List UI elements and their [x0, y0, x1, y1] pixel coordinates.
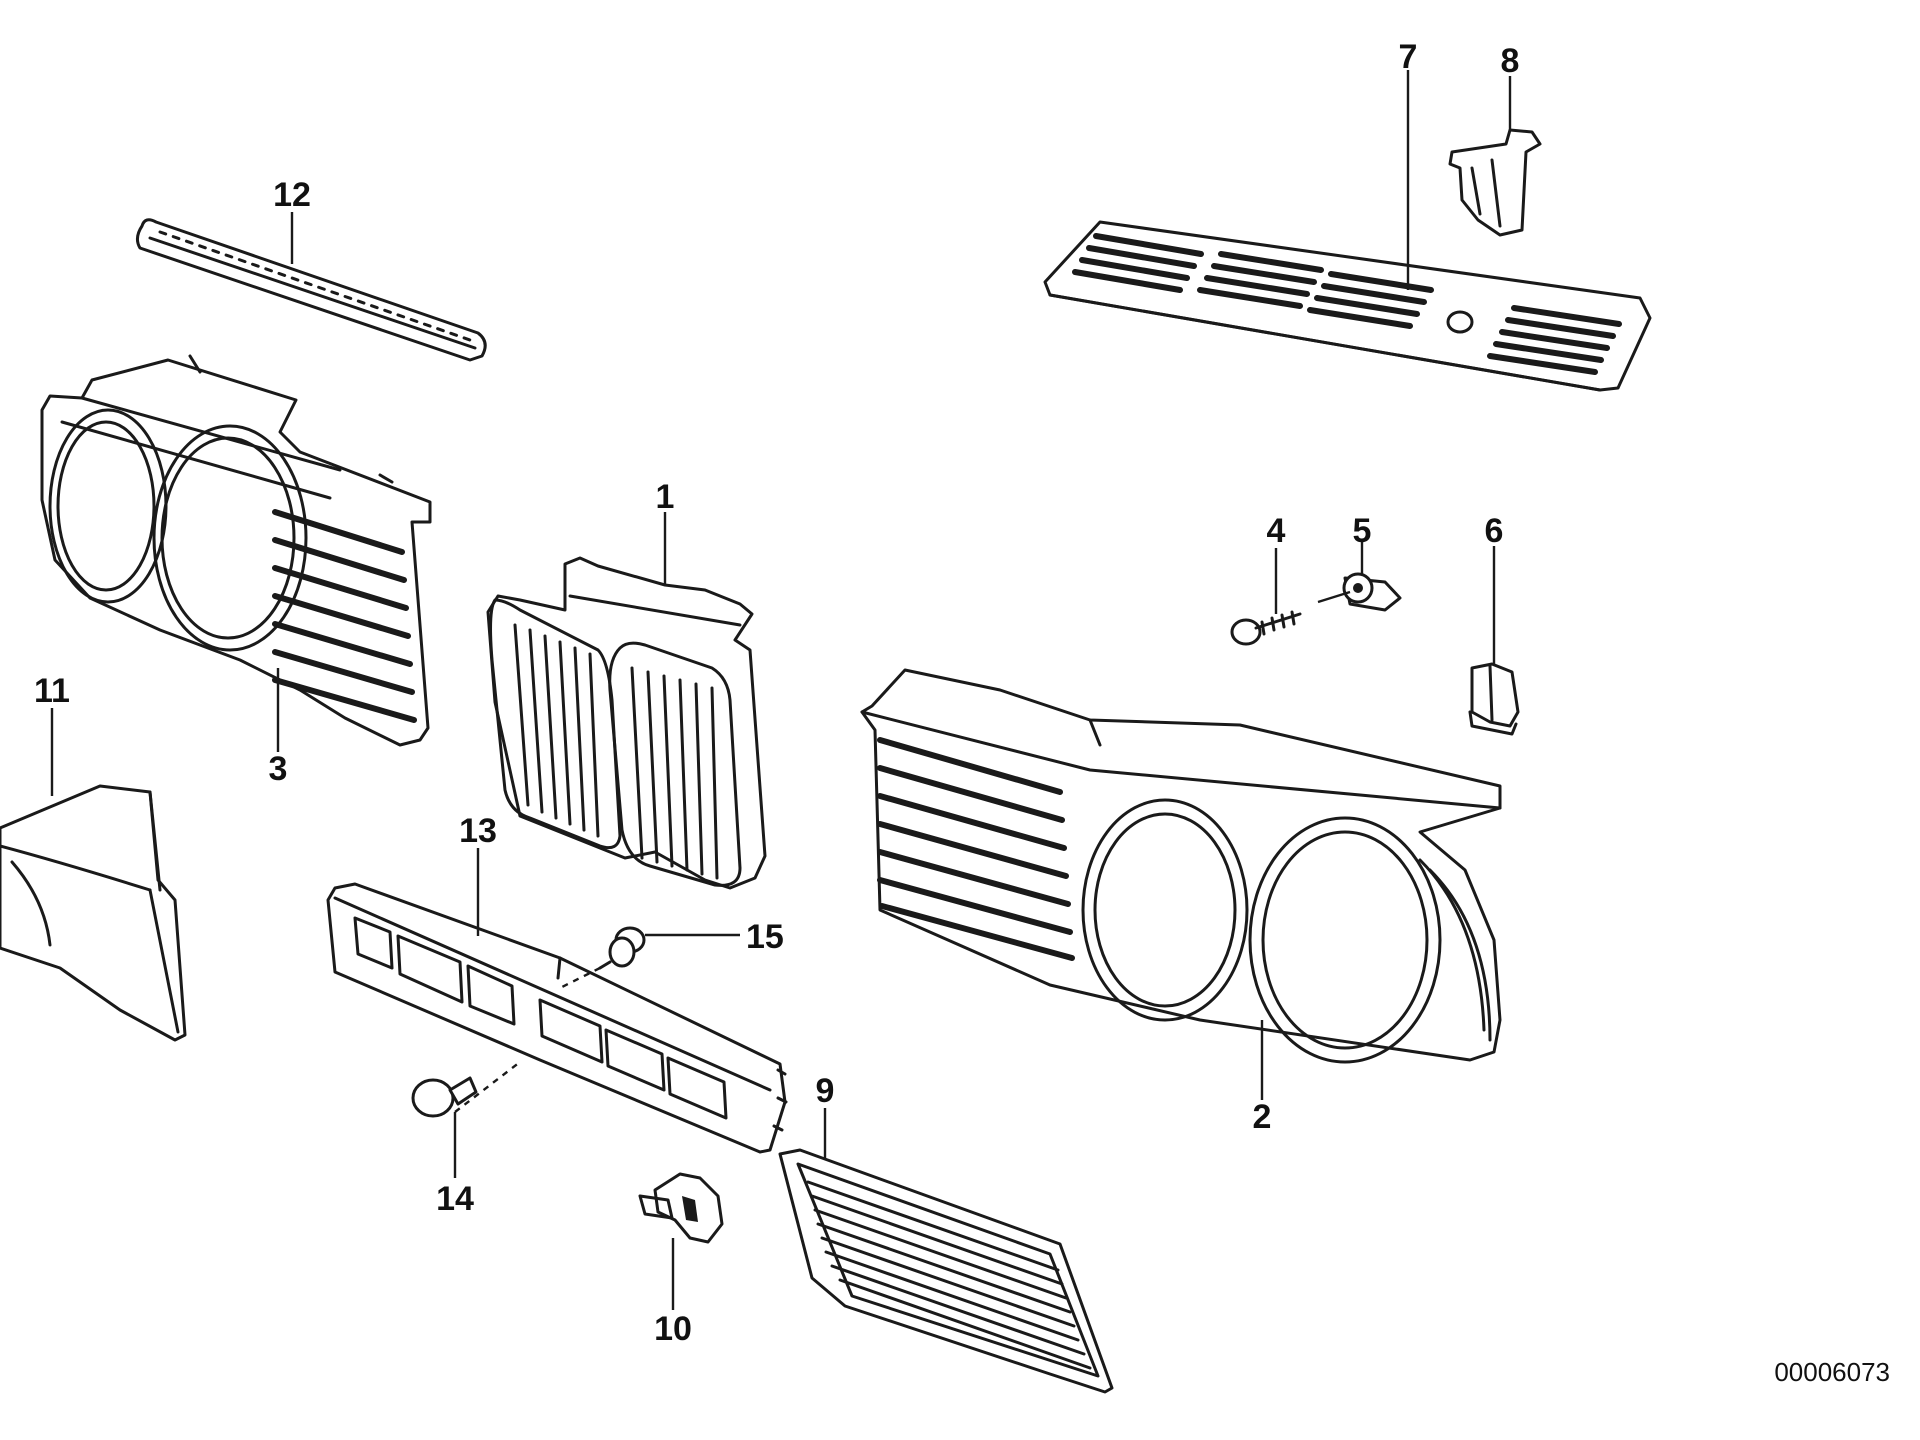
- callout-3: 3: [269, 750, 288, 788]
- leader-lines: [50, 70, 1512, 1310]
- part-13-openings: [353, 916, 728, 1120]
- part-5-grommet: [1342, 572, 1402, 612]
- part-10-clip-nut: [638, 1172, 724, 1244]
- part-7-slots: [1072, 233, 1622, 375]
- part-2-right-headlight-grille: [860, 668, 1502, 1064]
- callout-10: 10: [654, 1310, 692, 1348]
- callout-9: 9: [816, 1072, 835, 1110]
- part-13-lower-center-grille: [326, 882, 788, 1154]
- part-1-right-bars: [630, 666, 719, 880]
- callout-labels: 1 2 3 4 5 6 7 8 9 10 11 12 13 14 15: [34, 38, 1519, 1348]
- part-8-bracket: [1448, 128, 1542, 237]
- diagram-reference-number: 00006073: [1774, 1357, 1890, 1387]
- part-3-slats: [272, 509, 417, 723]
- callout-1: 1: [656, 478, 675, 516]
- callout-13: 13: [459, 812, 497, 850]
- part-11-air-duct: [0, 784, 187, 1042]
- callout-5: 5: [1353, 512, 1372, 550]
- part-1-left-bars: [513, 623, 600, 838]
- callout-14: 14: [436, 1180, 474, 1218]
- callout-15: 15: [746, 918, 784, 956]
- part-1-kidney-grille: [486, 556, 767, 890]
- part-6-spring-clip: [1468, 662, 1520, 736]
- part-2-slats: [877, 737, 1075, 961]
- callout-12: 12: [273, 176, 311, 214]
- callout-7: 7: [1399, 38, 1418, 76]
- part-14-push-rivet: [411, 1076, 478, 1118]
- part-9-slats: [806, 1180, 1092, 1370]
- part-7-upper-grille-panel: [1043, 220, 1652, 392]
- part-3-left-headlight-grille: [40, 354, 432, 747]
- part-9-side-grille: [778, 1148, 1114, 1394]
- callout-8: 8: [1501, 42, 1520, 80]
- callout-11: 11: [34, 672, 70, 710]
- part-15-clip: [598, 926, 646, 970]
- part-4-screw: [1230, 610, 1302, 646]
- part-12-seal-strip: [135, 218, 487, 362]
- callout-6: 6: [1485, 512, 1504, 550]
- callout-2: 2: [1253, 1098, 1272, 1136]
- callout-4: 4: [1267, 512, 1286, 550]
